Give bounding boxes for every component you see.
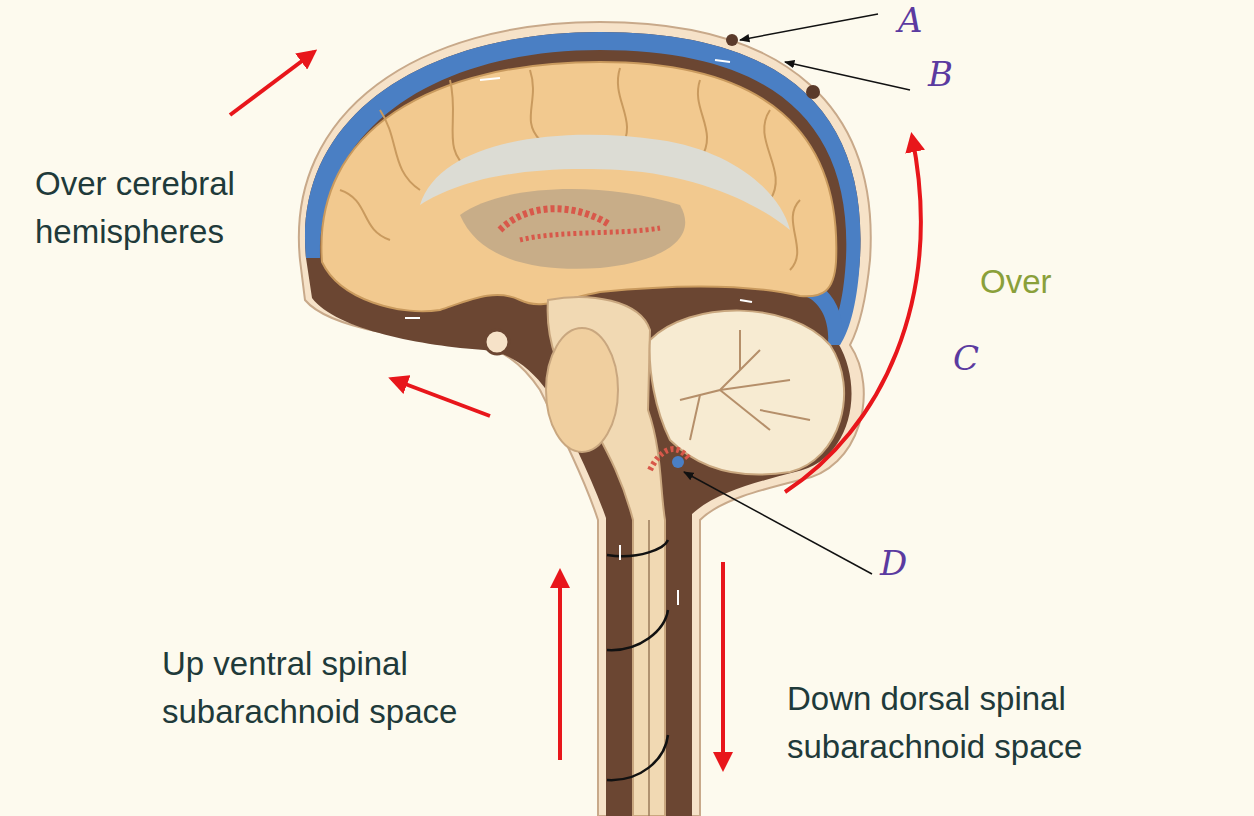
region-label: Over cerebral hemispheres	[35, 160, 295, 256]
callout-letter: B	[928, 56, 968, 93]
callout-letter-box: B	[928, 56, 968, 93]
region-label: Over	[980, 258, 1100, 306]
region-label-box: Up ventral spinal subarachnoid space	[162, 640, 542, 736]
region-label-box: Down dorsal spinal subarachnoid space	[787, 675, 1167, 771]
region-label: Up ventral spinal subarachnoid space	[162, 640, 542, 736]
callout-letter: D	[880, 545, 920, 582]
region-label: Down dorsal spinal subarachnoid space	[787, 675, 1167, 771]
callout-letter-box: A	[898, 2, 938, 39]
callout-letter: C	[953, 340, 993, 377]
region-label-box: Over cerebral hemispheres	[35, 160, 295, 256]
region-label-box: Over	[980, 258, 1100, 306]
callout-letter-box: C	[953, 340, 993, 377]
callout-letter-box: D	[880, 545, 920, 582]
callout-letter: A	[898, 2, 938, 39]
